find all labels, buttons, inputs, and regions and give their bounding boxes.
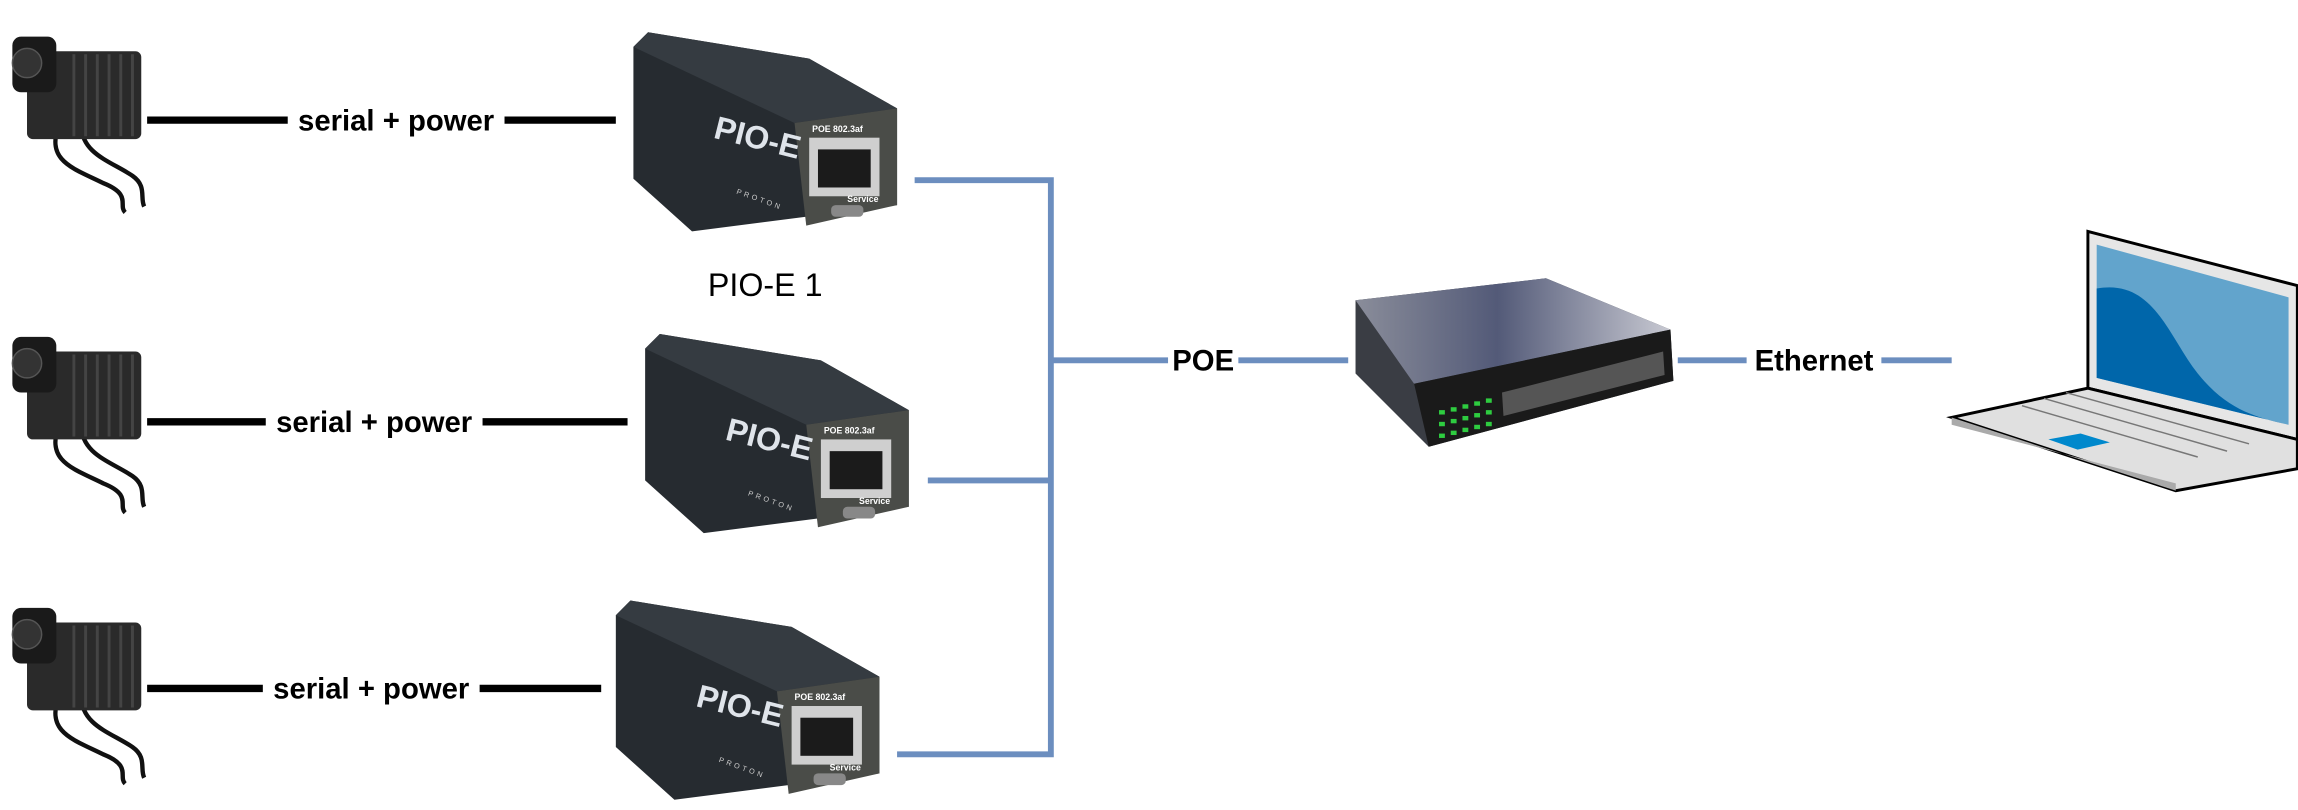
serial-label-1: serial + power [298,104,494,137]
camera-2 [12,337,144,513]
serial-label-2: serial + power [276,406,472,439]
switch-ports [1502,351,1665,416]
pio-port-label: POE 802.3af [795,692,846,702]
pio-e-device-3: PIO-E POE 802.3af Service PROTON [615,600,880,800]
camera-3 [12,608,144,784]
pio-e-device-2: PIO-E POE 802.3af Service PROTON [645,333,909,534]
pio-e-caption: PIO-E 1 [708,267,823,303]
camera-1 [12,37,144,213]
poe-bus [897,177,1952,758]
laptop [1946,229,2298,493]
network-switch [1355,278,1674,447]
switch-led-panel [1439,398,1492,438]
pio-e-device-1: PIO-E POE 802.3af Service PROTON [633,32,898,232]
serial-label-3: serial + power [273,673,469,706]
serial-link-3: serial + power [147,673,602,707]
serial-link-2: serial + power [147,406,628,440]
pio-port-label: POE 802.3af [824,426,875,436]
pio-service-label: Service [830,762,861,772]
poe-label: POE [1172,345,1234,378]
ethernet-label: Ethernet [1755,345,1874,378]
pio-port-label: POE 802.3af [812,124,863,134]
laptop-touchpad [2048,433,2110,450]
pio-service-label: Service [847,194,878,204]
pio-service-label: Service [859,496,890,506]
serial-link-1: serial + power [147,104,616,138]
